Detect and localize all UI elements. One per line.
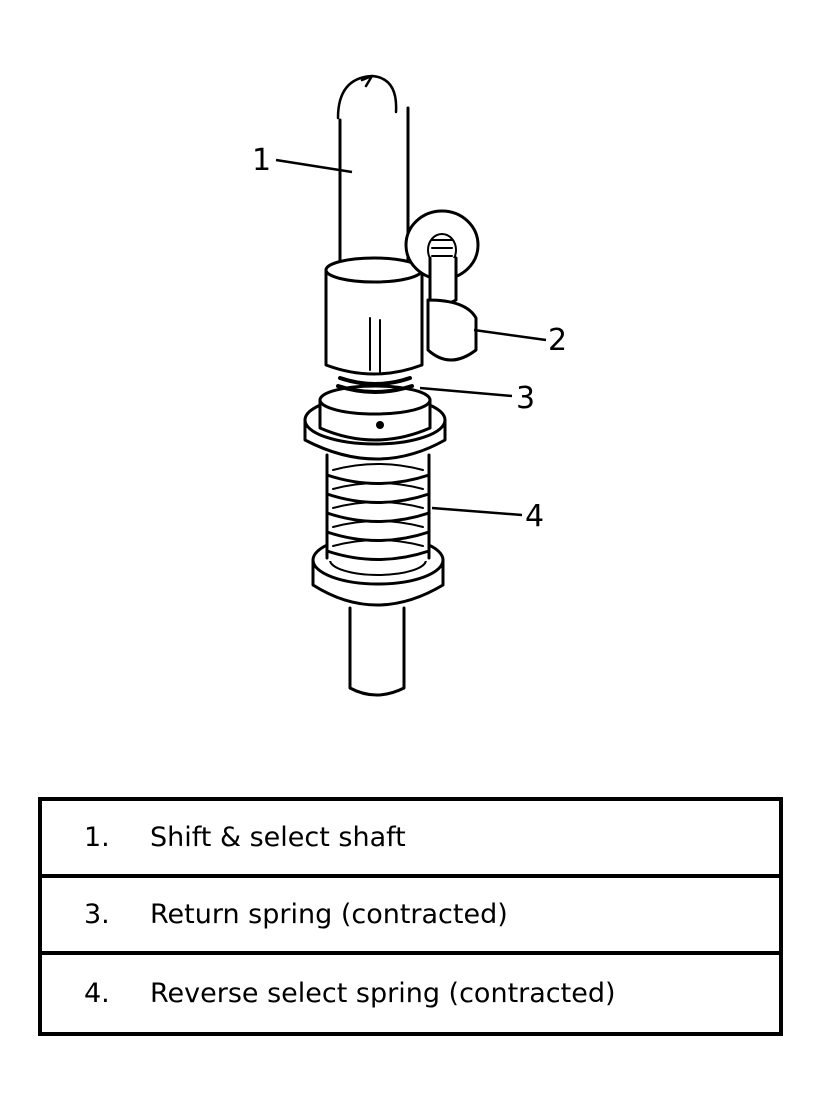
leader-line-1 [275,158,353,174]
shift-shaft-diagram: 1 2 3 4 [252,74,567,697]
legend-number: 3. [84,899,110,930]
callout-1: 1 [252,143,271,178]
legend-number: 1. [84,822,110,853]
legend-description: Reverse select spring (contracted) [150,978,616,1009]
legend-row: 3. Return spring (contracted) [42,878,779,955]
leader-line-2 [473,328,547,342]
parts-legend-table: 1. Shift & select shaft 3. Return spring… [38,797,783,1036]
callout-2: 2 [548,323,567,358]
legend-number: 4. [84,978,110,1009]
lower-shaft [348,606,406,697]
return-spring [336,376,414,394]
legend-row: 4. Reverse select spring (contracted) [42,955,779,1032]
legend-row: 1. Shift & select shaft [42,801,779,878]
callout-3: 3 [516,381,535,416]
upper-shaft [336,74,410,277]
detent-bolt [404,209,480,362]
top-flange [303,384,447,461]
reverse-select-spring [325,453,431,561]
leader-line-3 [419,386,513,398]
legend-description: Shift & select shaft [150,822,406,853]
callout-4: 4 [525,499,544,534]
shift-block [324,256,424,376]
legend-description: Return spring (contracted) [150,899,508,930]
leader-line-4 [431,506,523,517]
